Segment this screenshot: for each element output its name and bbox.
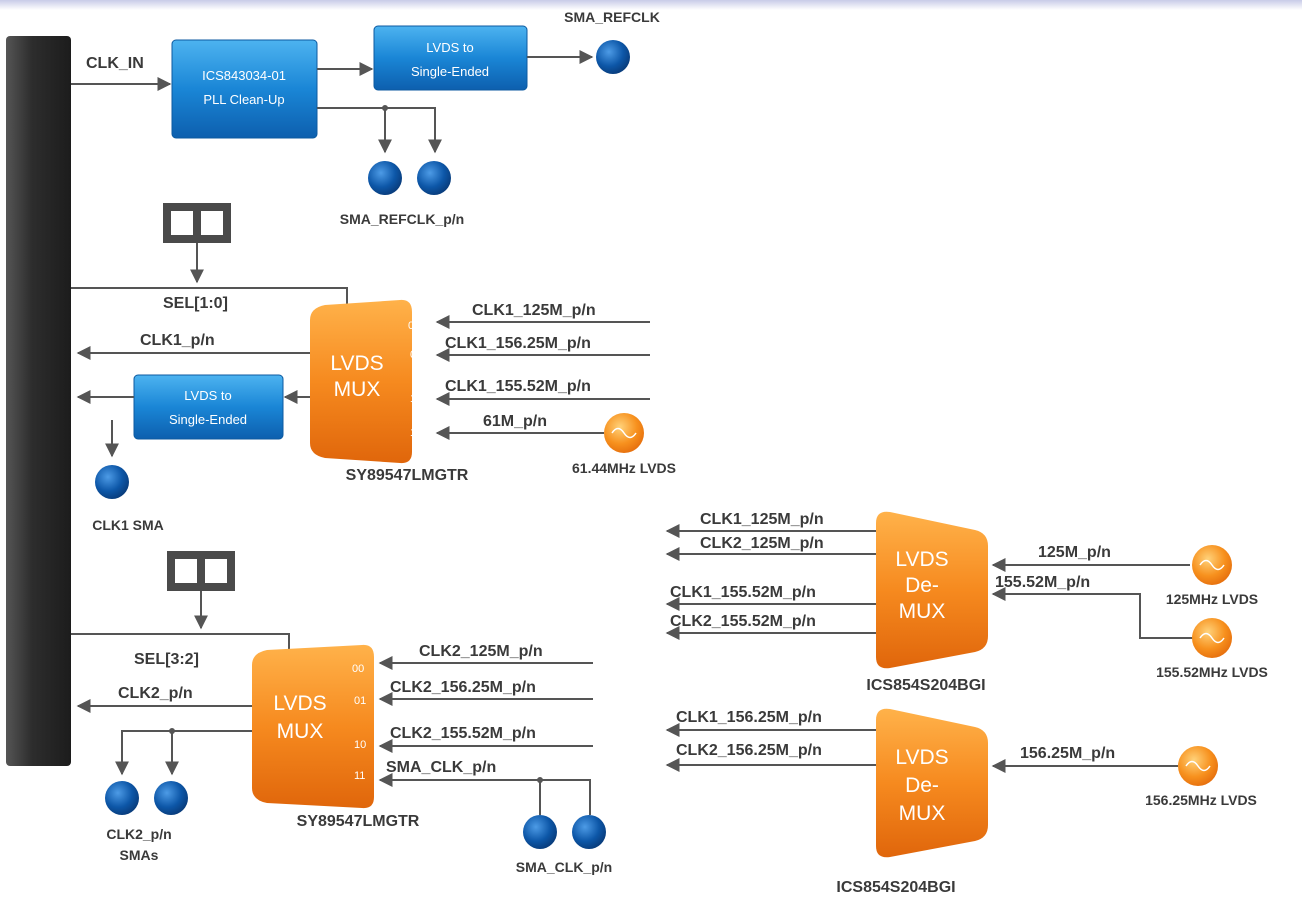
demux2-part-label: ICS854S204BGI	[836, 879, 955, 896]
mux1-in-2: CLK1_155.52M_p/n	[445, 378, 591, 395]
lvds-to-se-top-line1: LVDS to	[426, 40, 473, 55]
demux1-out-1: CLK2_125M_p/n	[700, 535, 824, 552]
lvds-to-se-mid	[133, 374, 284, 440]
lvds-to-se-top	[373, 25, 528, 91]
dip-switch-icon[interactable]	[167, 551, 235, 591]
demux2-out-1: CLK2_156.25M_p/n	[676, 742, 822, 759]
lvds-to-se-top-line2: Single-Ended	[411, 64, 489, 79]
demux2-line1: LVDS	[895, 746, 948, 769]
mux2-port-01: 01	[354, 695, 366, 707]
mux1-port-10: 10	[410, 393, 422, 405]
lvds-mux-2	[252, 644, 374, 809]
mux2-port-10: 10	[354, 739, 366, 751]
sma-connector-icon	[368, 161, 402, 195]
sma-refclk-label: SMA_REFCLK	[564, 9, 660, 25]
mux2-line2: MUX	[277, 720, 324, 743]
clk1-sma-label: CLK1 SMA	[92, 517, 164, 533]
sma-connector-icon	[417, 161, 451, 195]
oscillator-icon	[1192, 545, 1232, 585]
clk2-smas-label-2: SMAs	[120, 847, 159, 863]
demux1-in-0: 125M_p/n	[1038, 544, 1111, 561]
lvds-demux-2	[876, 708, 988, 858]
lvds-to-se-mid-line1: LVDS to	[184, 388, 231, 403]
osc-61-label: 61.44MHz LVDS	[572, 460, 676, 476]
mux1-in-0: CLK1_125M_p/n	[472, 302, 596, 319]
mux1-line1: LVDS	[330, 352, 383, 375]
mux2-port-11: 11	[354, 770, 365, 782]
oscillator-icon	[1192, 618, 1232, 658]
oscillator-icon	[1178, 746, 1218, 786]
demux2-out-0: CLK1_156.25M_p/n	[676, 709, 822, 726]
mux2-line1: LVDS	[273, 692, 326, 715]
sma-connector-icon	[596, 40, 630, 74]
demux1-out-2: CLK1_155.52M_p/n	[670, 584, 816, 601]
mux2-in-3: SMA_CLK_p/n	[386, 759, 496, 776]
demux1-line2: De-	[905, 574, 939, 597]
clk2-smas-label-1: CLK2_p/n	[106, 826, 171, 842]
mux1-port-11: 11	[410, 427, 421, 439]
demux2-line2: De-	[905, 774, 939, 797]
mux2-in-2: CLK2_155.52M_p/n	[390, 725, 536, 742]
sel32-label: SEL[3:2]	[134, 651, 199, 668]
demux1-line3: MUX	[899, 600, 946, 623]
demux1-part-label: ICS854S204BGI	[866, 677, 985, 694]
mux1-part-label: SY89547LMGTR	[346, 467, 469, 484]
demux1-line1: LVDS	[895, 548, 948, 571]
fpga-bus-bar	[6, 36, 71, 766]
demux1-out-3: CLK2_155.52M_p/n	[670, 613, 816, 630]
lvds-demux-1	[876, 511, 988, 669]
osc-125-label: 125MHz LVDS	[1166, 591, 1258, 607]
clk2-pn-label: CLK2_p/n	[118, 685, 193, 702]
mux2-in-0: CLK2_125M_p/n	[419, 643, 543, 660]
demux1-in-1: 155.52M_p/n	[995, 574, 1090, 591]
mux2-port-00: 00	[352, 663, 364, 675]
top-band	[0, 0, 1302, 10]
clk-in-label: CLK_IN	[86, 55, 144, 72]
sma-connector-icon	[95, 465, 129, 499]
mux2-part-label: SY89547LMGTR	[297, 813, 420, 830]
osc-156-label: 156.25MHz LVDS	[1145, 792, 1257, 808]
sel10-label: SEL[1:0]	[163, 295, 228, 312]
pll-block-line1: ICS843034-01	[202, 68, 286, 83]
mux2-in-1: CLK2_156.25M_p/n	[390, 679, 536, 696]
mux1-in-3: 61M_p/n	[483, 413, 547, 430]
demux2-line3: MUX	[899, 802, 946, 825]
mux1-port-00: 00	[408, 320, 420, 332]
osc-155-label: 155.52MHz LVDS	[1156, 664, 1268, 680]
oscillator-icon	[604, 413, 644, 453]
sma-connector-icon	[105, 781, 139, 815]
demux1-out-0: CLK1_125M_p/n	[700, 511, 824, 528]
mux1-in-1: CLK1_156.25M_p/n	[445, 335, 591, 352]
pll-block-line2: PLL Clean-Up	[203, 92, 284, 107]
clk1-pn-label: CLK1_p/n	[140, 332, 215, 349]
sma-connector-icon	[572, 815, 606, 849]
lvds-mux-1	[310, 299, 412, 464]
mux1-line2: MUX	[334, 378, 381, 401]
dip-switch-icon[interactable]	[163, 203, 231, 243]
sma-connector-icon	[154, 781, 188, 815]
lvds-to-se-mid-line2: Single-Ended	[169, 412, 247, 427]
sma-refclk-pn-label: SMA_REFCLK_p/n	[340, 211, 464, 227]
sma-clk-pn-label: SMA_CLK_p/n	[516, 859, 612, 875]
sma-connector-icon	[523, 815, 557, 849]
demux2-in-label: 156.25M_p/n	[1020, 745, 1115, 762]
pll-block	[171, 39, 318, 139]
mux1-port-01: 01	[410, 349, 422, 361]
